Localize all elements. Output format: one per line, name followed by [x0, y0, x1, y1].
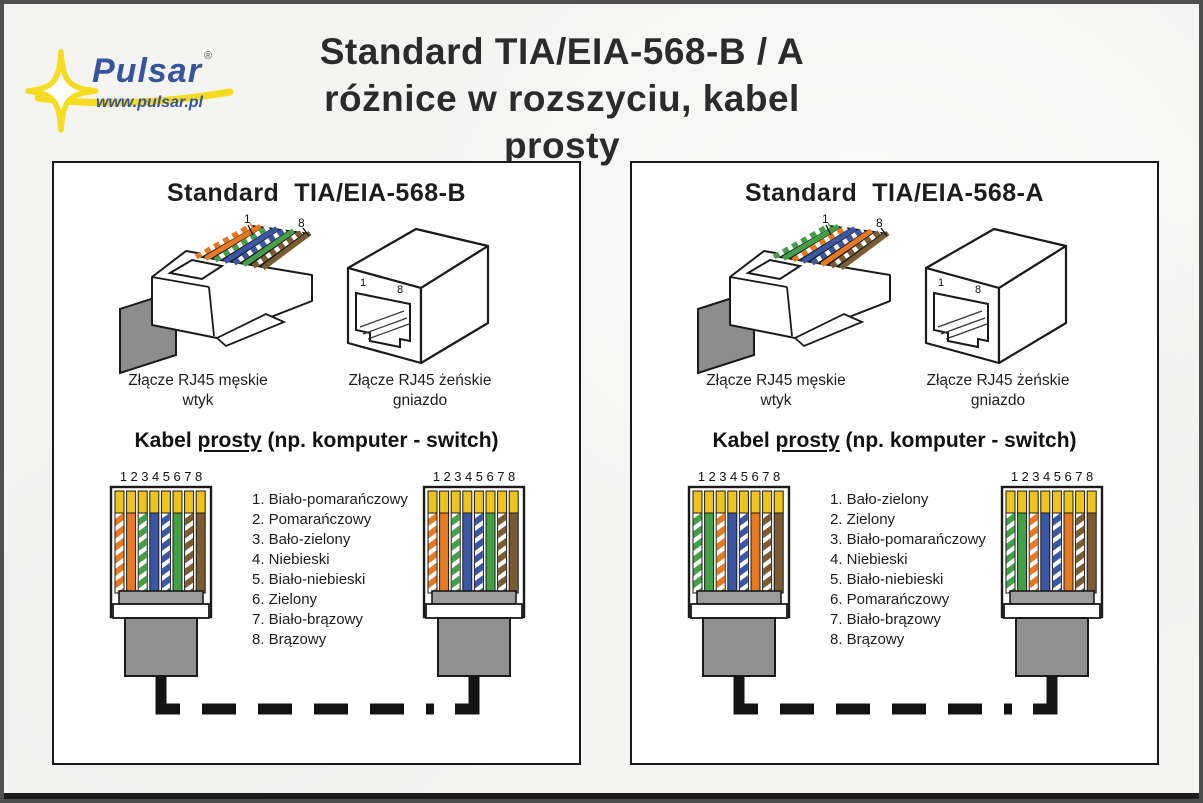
list-item: 6. Zielony	[252, 591, 318, 608]
page-title: Standard TIA/EIA-568-B / A różnice w roz…	[262, 28, 862, 169]
plug-latch-flap	[793, 313, 865, 348]
pin-numbers-left: 12345678	[119, 469, 206, 484]
list-item: 4. Niebieski	[830, 551, 908, 568]
boot	[702, 617, 776, 677]
plug-body	[729, 250, 891, 339]
pulsar-logo: Pulsar ® www.pulsar.pl	[24, 44, 254, 134]
registered-mark: ®	[204, 50, 213, 62]
latch-bar	[690, 603, 788, 619]
pin8-label: 8	[298, 216, 305, 230]
pin-numbers-right: 12345678	[432, 469, 519, 484]
list-item: 5. Biało-niebieski	[252, 571, 366, 588]
list-item: 4. Niebieski	[252, 551, 330, 568]
brand-name: Pulsar	[92, 52, 202, 90]
pin1-label: 1	[822, 213, 829, 226]
wire-color-list: 1. Bało-zielony 2. Zielony 3. Biało-poma…	[830, 490, 1002, 650]
latch-bar	[425, 603, 523, 619]
male-caption: Złącze RJ45 męskie wtyk	[706, 372, 846, 409]
panel-568b: Standard TIA/EIA-568-B 1 8 Złącze RJ45 m…	[52, 161, 581, 765]
boot	[124, 617, 198, 677]
female-caption: Złącze RJ45 żeńskie gniazdo	[926, 372, 1070, 409]
pin8-label: 8	[975, 284, 981, 296]
list-item: 6. Pomarańczowy	[830, 591, 950, 608]
list-item: 7. Biało-brązowy	[830, 611, 941, 628]
rj45-female-jack-drawing: 1 8	[924, 227, 1068, 365]
list-item: 2. Zielony	[830, 511, 896, 528]
jack-right-face	[997, 244, 1068, 365]
boot	[437, 617, 511, 677]
boot	[1015, 617, 1089, 677]
plug-latch-flap	[215, 313, 287, 348]
list-item: 8. Brązowy	[252, 631, 327, 648]
jack-socket-opening	[933, 291, 989, 349]
list-item: 3. Bało-zielony	[252, 531, 351, 548]
pulsar-star-icon	[25, 49, 234, 133]
list-item: 8. Brązowy	[830, 631, 905, 648]
pin-numbers-left: 12345678	[697, 469, 784, 484]
rj45-front-connector-left	[687, 485, 791, 685]
rj45-front-connector-left	[109, 485, 213, 685]
pin1-label: 1	[360, 277, 366, 289]
cable-heading: Kabel prosty (np. komputer - switch)	[712, 429, 1077, 452]
rj45-female-jack-drawing: 1 8	[346, 227, 490, 365]
bottom-border-strip	[4, 793, 1199, 799]
patch-cable-dashed-line	[155, 676, 480, 715]
brand-url: www.pulsar.pl	[96, 94, 203, 111]
rj45-front-connector-right	[1000, 485, 1104, 685]
crimp-bar	[1009, 590, 1095, 605]
list-item: 1. Bało-zielony	[830, 491, 929, 508]
plug-collar-hole	[745, 258, 803, 281]
latch-bar	[1003, 603, 1101, 619]
plug-body	[151, 250, 313, 339]
rj45-male-plug-drawing: 1 8	[119, 213, 313, 375]
latch-bar	[112, 603, 210, 619]
pin8-label: 8	[397, 284, 403, 296]
jack-right-face	[419, 244, 490, 365]
crimp-bar	[696, 590, 782, 605]
page-title-line2: różnice w rozszyciu, kabel prosty	[324, 78, 800, 166]
list-item: 2. Pomarańczowy	[252, 511, 372, 528]
pin8-label: 8	[876, 216, 883, 230]
jack-socket-opening	[355, 291, 411, 349]
pin1-label: 1	[938, 277, 944, 289]
panel-568a: Standard TIA/EIA-568-A 1 8 Złącze RJ45 m…	[630, 161, 1159, 765]
panel-title: Standard TIA/EIA-568-A	[744, 179, 1045, 207]
wire-color-list: 1. Biało-pomarańczowy 2. Pomarańczowy 3.…	[252, 490, 424, 650]
plug-collar-hole	[167, 258, 225, 281]
crimp-bar	[431, 590, 517, 605]
rj45-male-plug-drawing: 1 8	[697, 213, 891, 375]
crimp-bar	[118, 590, 204, 605]
list-item: 3. Biało-pomarańczowy	[830, 531, 986, 548]
pin1-label: 1	[244, 213, 251, 226]
list-item: 5. Biało-niebieski	[830, 571, 944, 588]
cable-heading: Kabel prosty (np. komputer - switch)	[134, 429, 499, 452]
pin-numbers-right: 12345678	[1010, 469, 1097, 484]
patch-cable-dashed-line	[733, 676, 1058, 715]
panel-title: Standard TIA/EIA-568-B	[166, 179, 467, 207]
rj45-front-connector-right	[422, 485, 526, 685]
female-caption: Złącze RJ45 żeńskie gniazdo	[348, 372, 492, 409]
page-title-line1: Standard TIA/EIA-568-B / A	[319, 31, 805, 72]
list-item: 1. Biało-pomarańczowy	[252, 491, 408, 508]
list-item: 7. Biało-brązowy	[252, 611, 363, 628]
male-caption: Złącze RJ45 męskie wtyk	[128, 372, 268, 409]
